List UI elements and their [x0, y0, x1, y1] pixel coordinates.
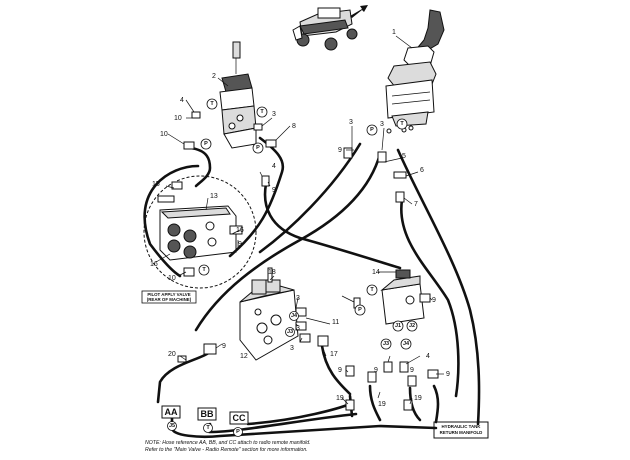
callout-9: 9: [432, 297, 436, 304]
tank-manifold-label: HYDRAULIC TANK RETURN MANIFOLD: [440, 424, 483, 435]
callout-9: 9: [446, 371, 450, 378]
pilot-joystick: [219, 41, 257, 149]
valve-14: [380, 269, 431, 325]
callout-16: 16: [236, 227, 244, 234]
callout-9: 9: [272, 187, 276, 194]
callout-9: 9: [238, 241, 242, 248]
svg-text:PILOT APPLY VALVE: PILOT APPLY VALVE: [147, 292, 190, 297]
callout-9: 9: [410, 367, 414, 374]
port-t: T: [202, 267, 206, 273]
callout-19: 19: [336, 395, 344, 402]
port-j3: J3: [287, 329, 293, 335]
port-j3: J3: [383, 341, 389, 347]
port-t: T: [370, 287, 374, 293]
callout-3: 3: [290, 345, 294, 352]
svg-text:CC: CC: [233, 413, 246, 423]
port-t: T: [400, 121, 404, 127]
callout-10: 10: [174, 115, 182, 122]
callout-3: 3: [349, 119, 353, 126]
port-j4: J4: [403, 341, 410, 347]
hoses: [143, 136, 481, 439]
svg-text:RETURN MANIFOLD: RETURN MANIFOLD: [440, 430, 483, 435]
callout-15: 15: [152, 181, 160, 188]
callout-10: 10: [168, 275, 176, 282]
port-p: P: [358, 307, 362, 313]
callout-9: 9: [338, 147, 342, 154]
tank-return-manifold: [433, 421, 489, 439]
svg-text:J5: J5: [169, 423, 175, 429]
callout-1: 1: [392, 29, 396, 36]
callout-3: 3: [380, 121, 384, 128]
footnote: NOTE: Hose reference AA, BB, and CC atta…: [145, 440, 475, 453]
machine-thumbnail: [292, 5, 368, 51]
callout-7: 7: [414, 201, 418, 208]
callout-3: 3: [296, 295, 300, 302]
callout-5: 5: [402, 153, 406, 160]
port-j1: J1: [395, 323, 401, 329]
port-t: T: [260, 109, 264, 115]
callout-4: 4: [426, 353, 430, 360]
callout-9: 9: [222, 343, 226, 350]
callout-6: 6: [420, 167, 424, 174]
port-p: P: [256, 145, 260, 151]
callout-3: 3: [296, 325, 300, 332]
port-markers: T P T P P T T T P J1 J2 J4 J3 J3 J4: [198, 98, 418, 350]
callout-14: 14: [372, 269, 380, 276]
callout-10: 10: [160, 131, 168, 138]
svg-text:P: P: [236, 429, 240, 435]
callout-4: 4: [180, 97, 184, 104]
main-valve: [239, 267, 307, 361]
svg-text:(REAR OF MACHINE): (REAR OF MACHINE): [147, 297, 192, 302]
callout-17: 17: [330, 351, 338, 358]
callout-12: 12: [240, 353, 248, 360]
hose-ref-aa: AA J5: [161, 405, 181, 431]
footnote-line-2: Refer to the "Main Valve - Radio Remote"…: [145, 446, 308, 453]
port-p: P: [370, 127, 374, 133]
svg-text:HYDRAULIC TANK: HYDRAULIC TANK: [442, 424, 482, 429]
hose-ref-cc: CC P: [229, 411, 249, 437]
callout-9: 9: [338, 367, 342, 374]
joystick-assembly: [371, 9, 445, 134]
callout-13: 13: [210, 193, 218, 200]
callout-2: 2: [212, 73, 216, 80]
callout-20: 20: [168, 351, 176, 358]
callout-16: 16: [150, 261, 158, 268]
port-t: T: [210, 101, 214, 107]
svg-text:AA: AA: [165, 407, 178, 417]
port-j4: J4: [291, 313, 298, 319]
svg-text:BB: BB: [201, 409, 214, 419]
svg-text:T: T: [206, 425, 210, 431]
footnote-line-1: NOTE: Hose reference AA, BB, and CC atta…: [145, 440, 311, 446]
pilot-valve-label: PILOT APPLY VALVE (REAR OF MACHINE): [141, 290, 197, 304]
callout-11: 11: [332, 319, 339, 326]
callout-3: 3: [272, 111, 276, 118]
callout-19: 19: [378, 401, 386, 408]
hose-ref-bb: BB T: [197, 407, 217, 433]
callout-8: 8: [292, 123, 296, 130]
port-p: P: [204, 141, 208, 147]
callout-9: 9: [374, 367, 378, 374]
leader-lines: [155, 35, 444, 405]
callout-18: 18: [268, 269, 276, 276]
callout-numbers: 1 2 3 3 3 3 3 3 4 4 4 5 6 7 8 9 9 9 9 9 …: [150, 29, 450, 408]
port-j2: J2: [409, 323, 415, 329]
callout-4: 4: [272, 163, 276, 170]
pilot-apply-valve-inset: [143, 175, 257, 289]
callout-19: 19: [414, 395, 422, 402]
